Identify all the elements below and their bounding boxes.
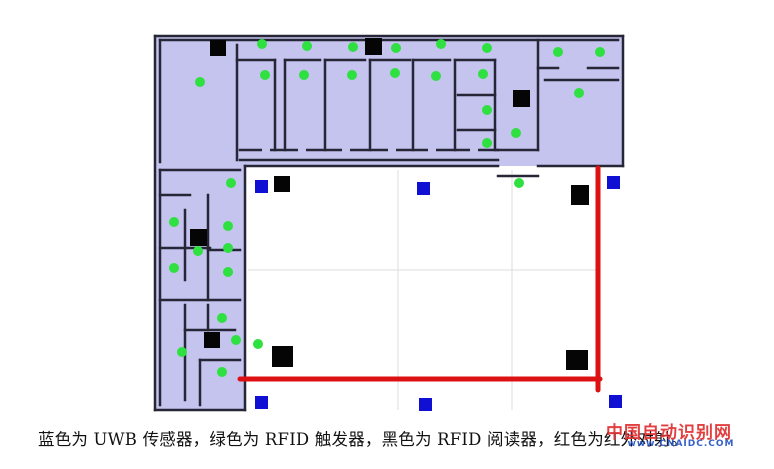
green-dot-icon bbox=[231, 335, 241, 345]
green-dot-icon bbox=[347, 70, 357, 80]
door-gap bbox=[470, 148, 478, 152]
green-dot-icon bbox=[390, 68, 400, 78]
green-dot-icon bbox=[436, 39, 446, 49]
green-dot-icon bbox=[223, 221, 233, 231]
green-dot-icon bbox=[348, 42, 358, 52]
door-gap bbox=[342, 148, 350, 152]
green-dot-icon bbox=[514, 178, 524, 188]
green-dot-icon bbox=[482, 138, 492, 148]
courtyard-area bbox=[245, 166, 597, 410]
blue-square-icon bbox=[419, 398, 432, 411]
rfid-readers bbox=[190, 38, 589, 370]
watermark-text: 中国自动识别网 bbox=[606, 423, 732, 443]
door-gap bbox=[262, 148, 270, 152]
green-dot-icon bbox=[217, 367, 227, 377]
watermark-logo: 中国自动识别网 www.CNAIDC.COM bbox=[606, 418, 733, 449]
green-dot-icon bbox=[223, 267, 233, 277]
green-dot-icon bbox=[511, 128, 521, 138]
black-square-icon bbox=[513, 90, 530, 107]
green-dot-icon bbox=[553, 47, 563, 57]
green-dot-icon bbox=[193, 246, 203, 256]
room-fill-areas bbox=[155, 36, 623, 410]
blue-square-icon bbox=[417, 182, 430, 195]
blue-square-icon bbox=[255, 180, 268, 193]
legend-caption: 蓝色为 UWB 传感器，绿色为 RFID 触发器，黑色为 RFID 阅读器，红色… bbox=[38, 430, 688, 449]
black-square-icon bbox=[190, 229, 207, 246]
room-area bbox=[155, 36, 623, 166]
green-dot-icon bbox=[574, 88, 584, 98]
green-dot-icon bbox=[302, 41, 312, 51]
green-dot-icon bbox=[253, 339, 263, 349]
green-dot-icon bbox=[299, 70, 309, 80]
green-dot-icon bbox=[431, 71, 441, 81]
black-square-icon bbox=[274, 176, 290, 192]
green-dot-icon bbox=[478, 69, 488, 79]
green-dot-icon bbox=[482, 105, 492, 115]
green-dot-icon bbox=[195, 77, 205, 87]
watermark-url: www.CNAIDC.COM bbox=[627, 439, 735, 449]
black-square-icon bbox=[204, 332, 220, 348]
blue-square-icon bbox=[607, 176, 620, 189]
green-dot-icon bbox=[257, 39, 267, 49]
black-square-icon bbox=[571, 185, 589, 205]
door-gap bbox=[428, 148, 436, 152]
walls bbox=[153, 34, 625, 412]
green-dot-icon bbox=[217, 313, 227, 323]
green-dot-icon bbox=[169, 217, 179, 227]
green-dot-icon bbox=[260, 70, 270, 80]
rfid-triggers bbox=[169, 39, 605, 377]
green-dot-icon bbox=[177, 347, 187, 357]
uwb-sensors bbox=[255, 176, 622, 411]
black-square-icon bbox=[566, 350, 588, 370]
green-dot-icon bbox=[169, 263, 179, 273]
infrared-beam-lines bbox=[237, 165, 603, 393]
blue-square-icon bbox=[255, 396, 268, 409]
green-dot-icon bbox=[226, 178, 236, 188]
green-dot-icon bbox=[595, 47, 605, 57]
green-dot-icon bbox=[482, 43, 492, 53]
black-square-icon bbox=[272, 346, 293, 367]
green-dot-icon bbox=[391, 43, 401, 53]
blue-square-icon bbox=[609, 395, 622, 408]
door-gap bbox=[298, 148, 306, 152]
black-square-icon bbox=[365, 38, 382, 55]
door-gap bbox=[388, 148, 396, 152]
green-dot-icon bbox=[223, 243, 233, 253]
black-square-icon bbox=[210, 40, 226, 56]
courtyard-grid bbox=[248, 170, 596, 410]
